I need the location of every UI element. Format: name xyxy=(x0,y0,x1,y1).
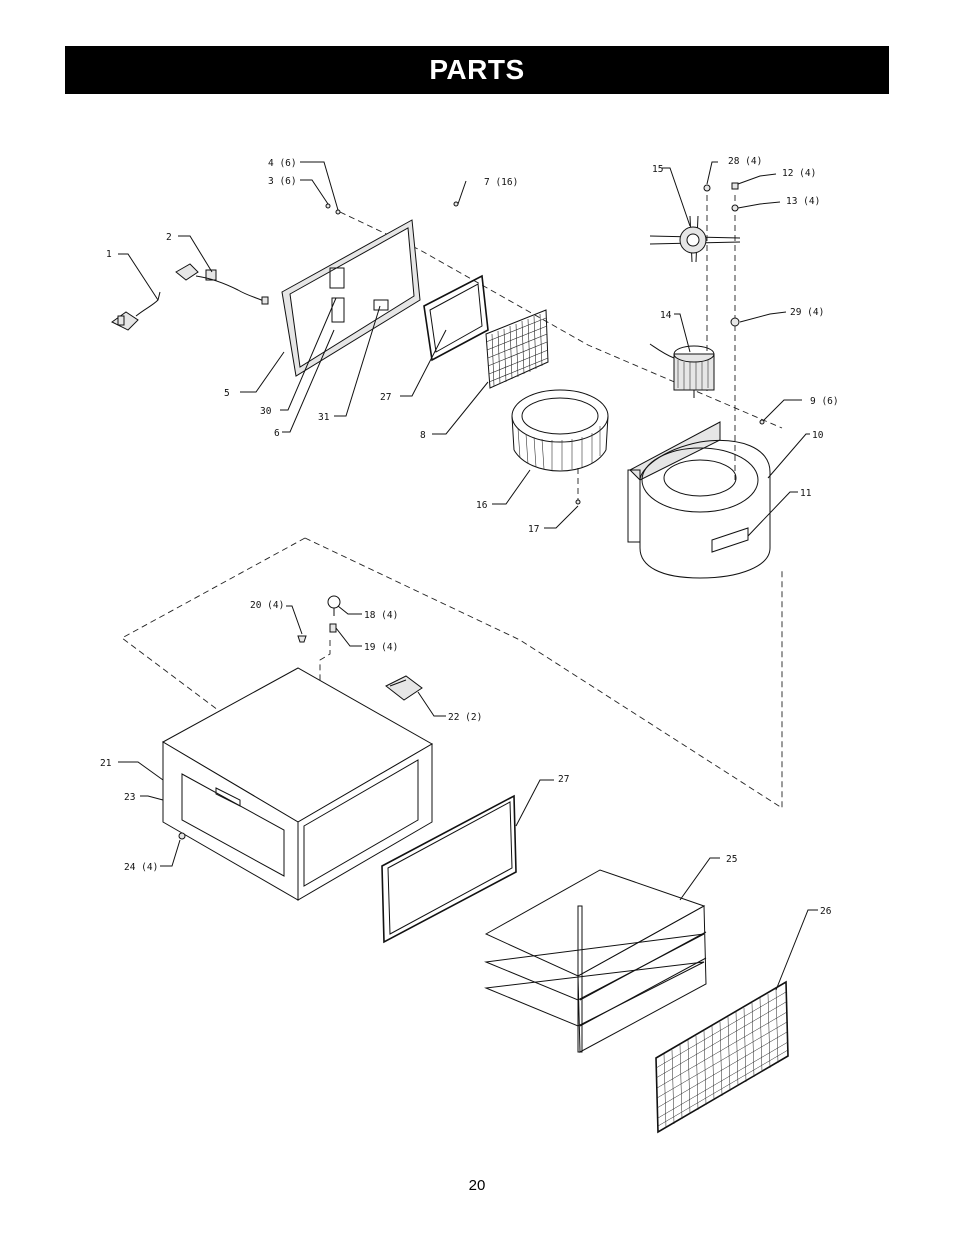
page-title: PARTS xyxy=(429,54,525,85)
callout-28: 28 (4) xyxy=(728,156,762,167)
callout-17: 17 xyxy=(528,524,539,535)
callout-11: 11 xyxy=(800,488,812,499)
callout-20: 20 (4) xyxy=(250,600,284,611)
callout-30: 30 xyxy=(260,406,272,417)
callout-labels: 1 2 3 (6) 4 (6) 5 6 7 (16) 8 9 (6) 10 11… xyxy=(100,156,839,917)
page-number: 20 xyxy=(468,1177,486,1194)
callout-26: 26 xyxy=(820,906,832,917)
front-panel xyxy=(281,219,421,377)
callout-14: 14 xyxy=(660,310,672,321)
callout-25: 25 xyxy=(726,854,737,865)
callout-18: 18 (4) xyxy=(364,610,398,621)
switch-cord xyxy=(175,263,269,305)
mesh-screen xyxy=(485,309,549,389)
eyebolt-hardware xyxy=(297,595,341,643)
callout-2: 2 xyxy=(166,232,172,243)
callout-22: 22 (2) xyxy=(448,712,482,723)
callout-6: 6 xyxy=(274,428,280,439)
callout-15: 15 xyxy=(652,164,663,175)
callout-1: 1 xyxy=(106,249,112,260)
motor-mount xyxy=(649,215,741,263)
callout-9: 9 (6) xyxy=(810,396,839,407)
callout-10: 10 xyxy=(812,430,824,441)
callout-4: 4 (6) xyxy=(268,158,297,169)
callout-12: 12 (4) xyxy=(782,168,816,179)
header-bar: PARTS xyxy=(65,46,889,94)
callout-24: 24 (4) xyxy=(124,862,158,873)
callout-7: 7 (16) xyxy=(484,177,518,188)
callout-19: 19 (4) xyxy=(364,642,398,653)
callout-23: 23 xyxy=(124,792,135,803)
callout-13: 13 (4) xyxy=(786,196,820,207)
callout-16: 16 xyxy=(476,500,488,511)
callout-27-upper: 27 xyxy=(380,392,391,403)
callout-3: 3 (6) xyxy=(268,176,297,187)
blower-housing xyxy=(627,421,771,579)
gasket-lower xyxy=(381,794,517,944)
callout-31: 31 xyxy=(318,412,330,423)
blower-motor xyxy=(649,343,715,398)
filter-bag xyxy=(484,869,707,1053)
leader-lines xyxy=(118,161,818,991)
callout-5: 5 xyxy=(224,388,230,399)
power-plug xyxy=(111,291,161,331)
callout-27-lower: 27 xyxy=(558,774,569,785)
cabinet xyxy=(161,667,434,901)
callout-21: 21 xyxy=(100,758,112,769)
gasket-upper xyxy=(423,274,489,362)
outer-filter-grille xyxy=(655,980,789,1134)
mount-hardware xyxy=(703,182,740,327)
callout-8: 8 xyxy=(420,430,426,441)
callout-29: 29 (4) xyxy=(790,307,824,318)
hanging-bracket xyxy=(385,675,423,701)
blower-wheel xyxy=(511,389,609,472)
screws xyxy=(325,201,765,505)
